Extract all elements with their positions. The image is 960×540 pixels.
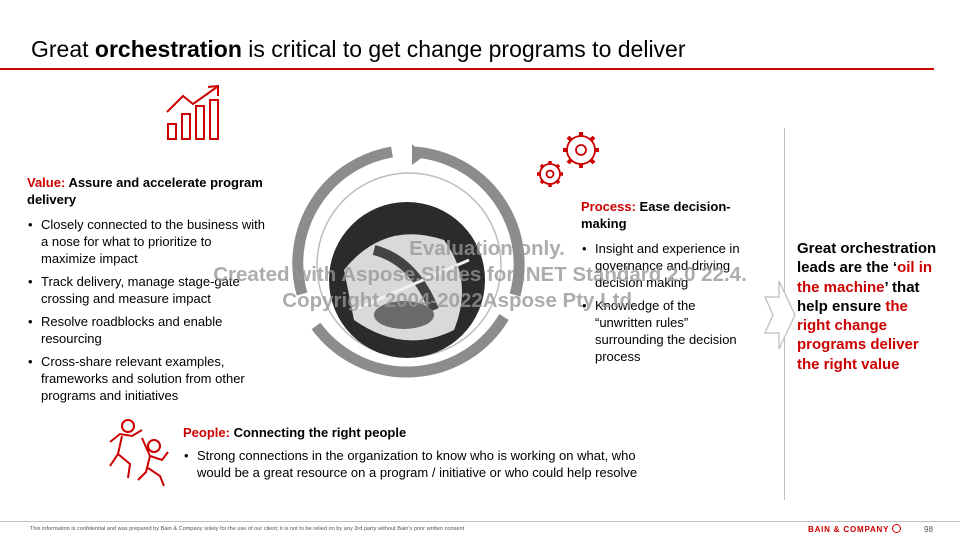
gears-icon (537, 132, 599, 187)
page-number: 98 (924, 525, 933, 534)
violin-photo (329, 202, 485, 358)
footer-disclaimer: This information is confidential and was… (30, 526, 465, 532)
cycle-arrows-icon (292, 144, 525, 378)
page-title: Great orchestration is critical to get c… (31, 36, 686, 62)
list-item: Closely connected to the business with a… (27, 216, 267, 267)
list-item: Track delivery, manage stage-gate crossi… (27, 273, 267, 307)
watermark-line: Created with Aspose.Slides for .NET Stan… (213, 263, 747, 286)
list-item: Insight and experience in governance and… (581, 240, 746, 291)
process-section: Process: Ease decision-making Insight an… (581, 198, 746, 371)
list-item: Resolve roadblocks and enable resourcing (27, 313, 267, 347)
summary-callout: Great orchestration leads are the ‘oil i… (797, 240, 937, 373)
value-section: Value: Assure and accelerate program del… (27, 174, 267, 410)
list-item: Knowledge of the “unwritten rules” surro… (581, 297, 746, 365)
people-climbing-icon (109, 419, 169, 487)
watermark-line: Copyright 2004-2022Aspose Pty Ltd. (282, 289, 638, 312)
value-bullets: Closely connected to the business with a… (27, 216, 267, 404)
people-heading: People: Connecting the right people (183, 425, 407, 440)
people-bullets: Strong connections in the organization t… (183, 447, 648, 481)
logo-circle-icon (892, 524, 902, 533)
title-divider (0, 68, 934, 70)
process-bullets: Insight and experience in governance and… (581, 240, 746, 365)
people-section: People: Connecting the right people Stro… (183, 424, 648, 487)
company-logo: BAIN & COMPANY (808, 524, 902, 534)
value-heading: Value: Assure and accelerate program del… (27, 175, 263, 207)
list-item: Cross-share relevant examples, framework… (27, 353, 267, 404)
evaluation-watermark: Evaluation only. Created with Aspose.Sli… (170, 236, 790, 314)
watermark-line: Evaluation only. (409, 237, 565, 260)
chevron-right-arrow-icon (763, 280, 796, 350)
footer-divider (0, 521, 960, 522)
growth-chart-icon (166, 84, 219, 140)
list-item: Strong connections in the organization t… (183, 447, 648, 481)
process-heading: Process: Ease decision-making (581, 199, 731, 231)
